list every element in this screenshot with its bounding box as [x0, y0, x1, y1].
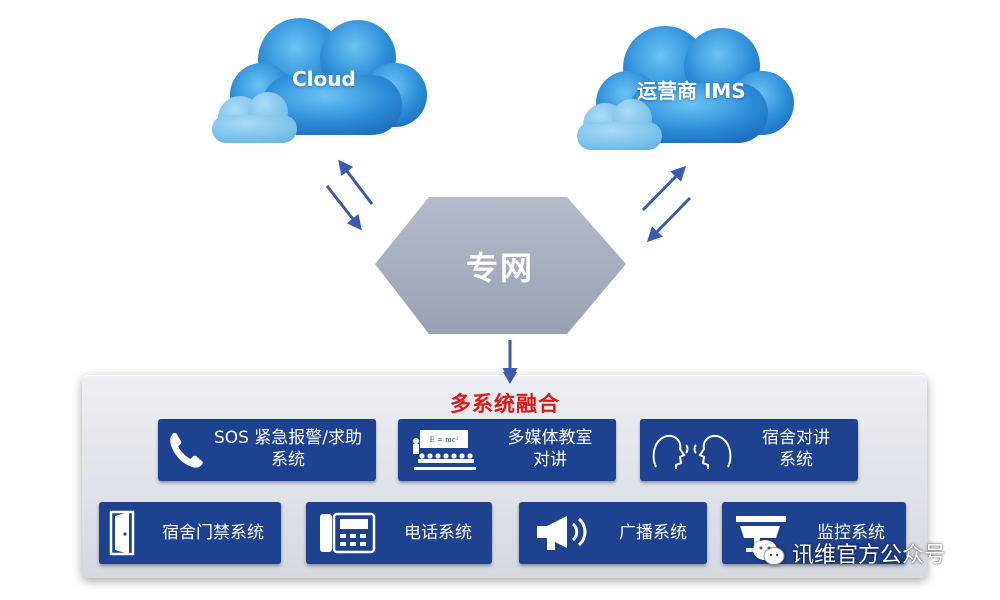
tile-classroom-label-1: 多媒体教室	[507, 428, 593, 448]
intercom-heads-icon	[652, 435, 732, 469]
tile-intercom-label-1: 宿舍对讲	[762, 428, 830, 448]
tile-multimedia-classroom[interactable]: E = mc² 多媒体教室 对讲	[398, 419, 616, 481]
wechat-icon	[753, 540, 785, 565]
classroom-icon: E = mc²	[413, 430, 476, 470]
megaphone-icon	[537, 516, 587, 550]
door-icon	[109, 510, 135, 556]
tile-broadcast[interactable]: 广播系统	[519, 502, 707, 564]
tile-telephone[interactable]: 电话系统	[306, 502, 492, 564]
phone-icon	[170, 433, 203, 468]
panel-title: 多系统融合	[450, 392, 560, 416]
tile-sos-label-2: 系统	[271, 450, 305, 470]
tile-dorm-access[interactable]: 宿舍门禁系统	[99, 502, 281, 564]
tile-access-label: 宿舍门禁系统	[162, 523, 264, 543]
svg-text:E = mc²: E = mc²	[430, 436, 459, 444]
ims-cloud-label: 运营商 IMS	[637, 79, 746, 103]
tile-sos-label-1: SOS 紧急报警/求助	[213, 428, 363, 448]
cloud-label: Cloud	[292, 67, 356, 91]
hub-hexagon	[375, 197, 626, 334]
left-arrows	[325, 159, 374, 231]
hub-label: 专网	[465, 249, 534, 287]
tile-surveillance-label: 监控系统	[817, 523, 885, 543]
tile-telephone-label: 电话系统	[404, 523, 472, 543]
right-arrows	[641, 165, 692, 243]
tile-broadcast-label: 广播系统	[619, 523, 687, 543]
tile-dorm-intercom[interactable]: 宿舍对讲 系统	[640, 419, 858, 481]
tile-sos-alarm[interactable]: SOS 紧急报警/求助 系统	[158, 419, 376, 481]
watermark: 讯维官方公众号	[752, 537, 946, 569]
tile-intercom-label-2: 系统	[779, 450, 813, 470]
down-arrow-overlay	[503, 340, 517, 384]
right-cloud	[577, 26, 794, 150]
desk-phone-icon	[320, 512, 376, 554]
watermark-text: 讯维官方公众号	[792, 543, 947, 568]
left-cloud	[212, 18, 427, 143]
tile-classroom-label-2: 对讲	[533, 450, 567, 470]
